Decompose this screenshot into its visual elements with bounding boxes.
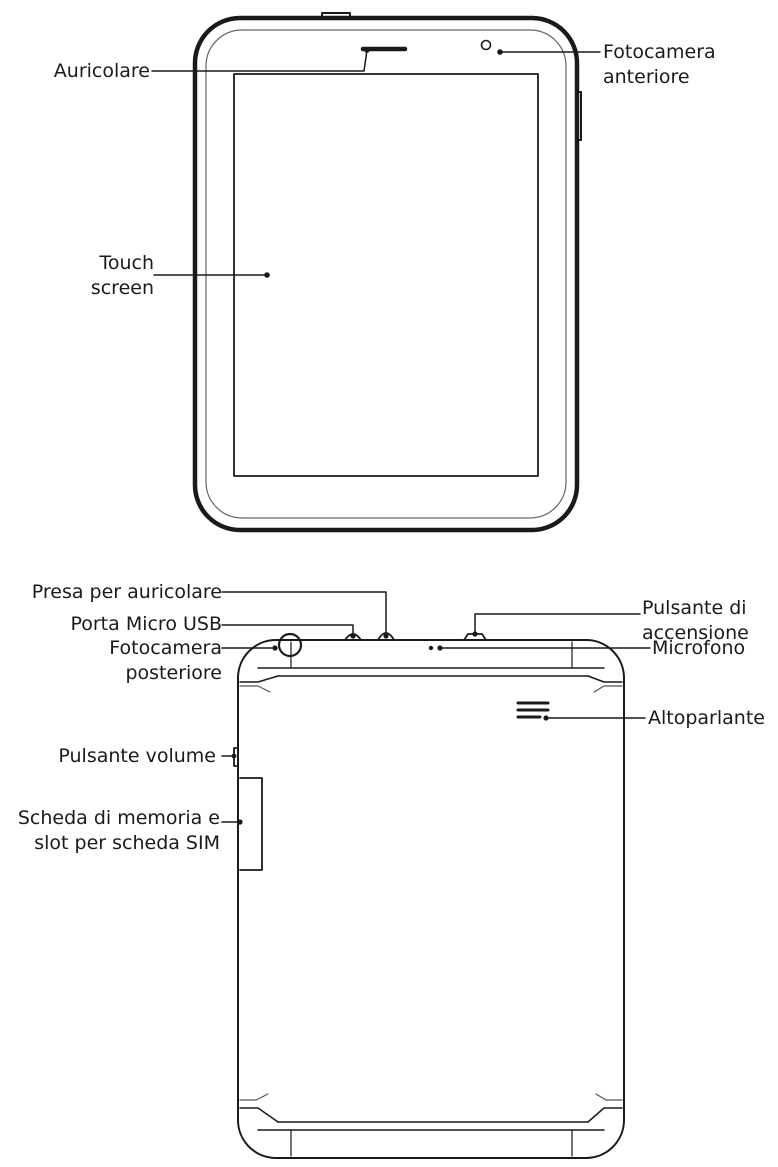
dot-micro-usb — [350, 633, 356, 639]
dot-microphone — [437, 645, 443, 651]
front-view — [151, 12, 601, 533]
label-rear-camera-line2: posteriore — [125, 662, 222, 684]
front-camera-icon — [480, 39, 492, 51]
dot-volume — [231, 753, 237, 759]
dot-headset-jack — [383, 633, 389, 639]
back-corner-tr — [587, 675, 623, 683]
front-body-inner-edge — [205, 29, 567, 519]
rear-camera-icon — [277, 632, 303, 658]
label-card-slot: Scheda di memoria e slot per scheda SIM — [18, 806, 220, 856]
back-corner-tr2 — [593, 685, 623, 693]
dot-front-camera — [497, 49, 503, 55]
label-volume-button: Pulsante volume — [58, 745, 216, 767]
back-corner-tl2 — [239, 685, 271, 693]
label-power-button: Pulsante di accensione — [642, 596, 749, 646]
leader-earpiece — [151, 49, 368, 72]
label-card-slot-line2: slot per scheda SIM — [34, 832, 220, 854]
label-microphone: Microfono — [652, 637, 746, 659]
back-corner-bl2 — [239, 1093, 269, 1101]
front-top-button — [321, 12, 351, 19]
label-front-camera: Fotocamera anteriore — [603, 40, 716, 90]
label-front-camera-line2: anteriore — [603, 66, 690, 88]
leader-micro-usb — [221, 624, 354, 637]
label-power-button-line2: accensione — [642, 622, 749, 644]
label-card-slot-line1: Scheda di memoria e — [17, 807, 220, 829]
front-side-button — [576, 91, 582, 141]
label-touch-screen-line1: Touch — [99, 252, 154, 274]
label-power-button-line1: Pulsante di — [642, 597, 747, 619]
label-earpiece: Auricolare — [53, 60, 150, 82]
label-speaker: Altoparlante — [648, 707, 765, 729]
back-body — [237, 639, 625, 1159]
front-body — [192, 15, 580, 533]
dot-touch-screen — [264, 272, 270, 278]
label-front-camera-line1: Fotocamera — [603, 41, 716, 63]
card-slot-icon — [239, 777, 263, 871]
dot-power-button — [472, 631, 478, 637]
back-corner-tl — [239, 675, 279, 683]
back-corner-br — [587, 1107, 623, 1123]
leader-headset-jack — [221, 591, 387, 637]
label-touch-screen-line2: screen — [90, 277, 154, 299]
label-rear-camera-line1: Fotocamera — [109, 637, 222, 659]
back-view — [221, 591, 651, 1159]
dot-card-slot — [237, 819, 243, 825]
back-corner-br2 — [595, 1093, 623, 1101]
back-corner-bl — [239, 1107, 279, 1123]
label-rear-camera: Fotocamera posteriore — [109, 636, 222, 686]
leader-power-button — [474, 613, 641, 635]
label-headset-jack: Presa per auricolare — [31, 581, 222, 603]
label-micro-usb-port: Porta Micro USB — [70, 613, 222, 635]
touch-screen-area — [233, 73, 539, 477]
dot-earpiece — [364, 47, 370, 53]
dot-speaker — [543, 715, 549, 721]
dot-rear-camera — [272, 645, 278, 651]
label-touch-screen: Touch screen — [91, 251, 154, 301]
microphone-icon — [428, 645, 434, 651]
